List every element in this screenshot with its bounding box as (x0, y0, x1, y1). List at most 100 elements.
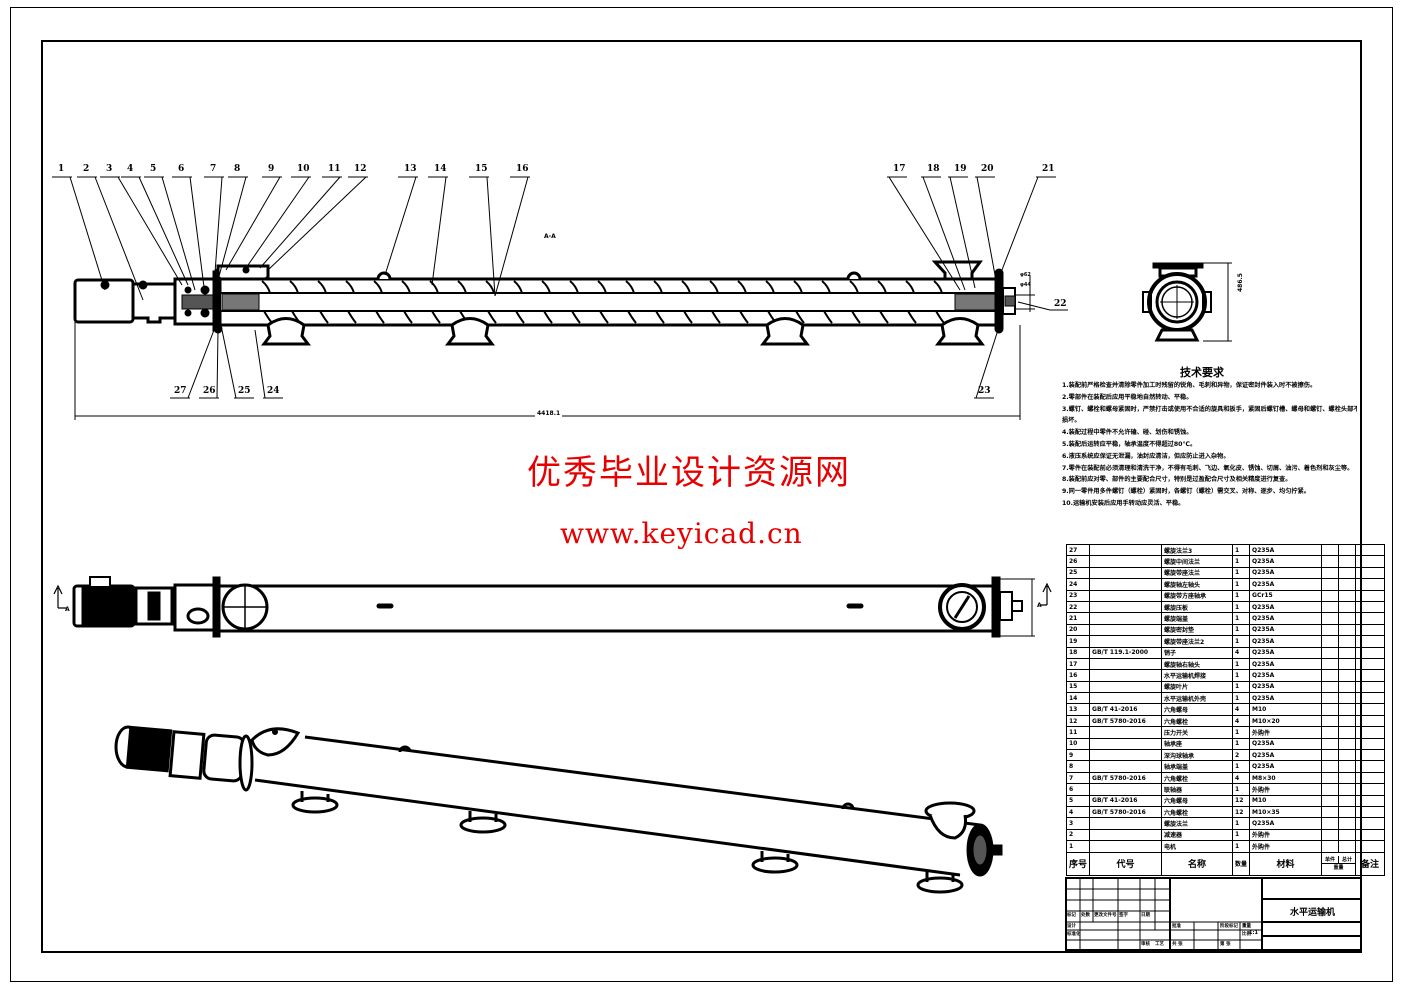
part-balloon-4: 4 (127, 164, 134, 174)
bom-cell-qty: 4 (1232, 646, 1251, 659)
bom-cell-no: 3 (1065, 817, 1091, 830)
bom-cell-rm (1355, 726, 1386, 739)
watermark-url[interactable]: www.keyicad.cn (560, 517, 803, 550)
bom-cell-rm (1355, 760, 1386, 773)
support-foot-iso (459, 816, 507, 834)
bom-cell-tw (1338, 840, 1357, 853)
leader-line (267, 176, 367, 271)
bom-cell-tw (1338, 817, 1357, 830)
shaft-dimension-2: φ44 (1020, 282, 1031, 288)
bom-cell-code (1089, 749, 1163, 762)
bom-cell-mat: GCr15 (1249, 589, 1323, 602)
screw-flight (877, 280, 887, 294)
bom-cell-code (1089, 600, 1163, 614)
part-balloon-8: 8 (234, 164, 241, 174)
screw-flight (653, 280, 663, 294)
screw-flight (933, 280, 943, 294)
bom-cell-code (1089, 657, 1163, 671)
part-balloon-10: 10 (297, 164, 310, 174)
bom-cell-uw (1321, 805, 1340, 819)
title-block-label: 设计 (1067, 924, 1076, 929)
bom-cell-mat: Q235A (1249, 600, 1323, 614)
tech-requirement-item: 8.装配前应对零、部件的主要配合尺寸，特别是过盈配合尺寸及相关精度进行复查。 (1062, 476, 1292, 484)
leader-line (922, 176, 966, 291)
bom-cell-qty: 1 (1232, 600, 1251, 614)
bom-cell-name: 螺旋带方座轴承 (1161, 589, 1234, 602)
bom-cell-mat: M8×30 (1249, 771, 1323, 785)
leader-line (221, 329, 237, 399)
bom-cell-no: 25 (1065, 566, 1091, 580)
bom-cell-rm (1355, 680, 1386, 694)
screw-flight (457, 280, 467, 294)
bom-cell-no: 13 (1065, 703, 1091, 716)
bom-cell-qty: 2 (1232, 749, 1251, 762)
leader-line (94, 176, 144, 301)
support-leg-iso (760, 851, 790, 862)
leader-line (217, 176, 247, 281)
bom-cell-name: 螺旋压板 (1161, 600, 1234, 614)
bom-cell-no: 23 (1065, 589, 1091, 602)
bom-cell-uw (1321, 635, 1340, 648)
part-balloon-17: 17 (893, 164, 906, 174)
support-foot (445, 317, 495, 346)
bom-cell-mat: M10×35 (1249, 805, 1323, 819)
bom-cell-rm (1355, 657, 1386, 671)
bom-cell-name: 六角螺栓 (1161, 714, 1234, 728)
leader-line (384, 176, 417, 276)
bom-cell-rm (1355, 555, 1386, 568)
bom-cell-rm (1355, 805, 1386, 819)
support-leg-iso (925, 871, 955, 882)
bom-cell-name: 销子 (1161, 646, 1234, 659)
title-block-label: 阶段标记 (1220, 924, 1238, 929)
bom-cell-uw (1321, 657, 1340, 671)
leader-line (189, 176, 206, 296)
bom-cell-name: 轴承端盖 (1161, 760, 1234, 773)
bom-cell-tw (1338, 783, 1357, 796)
tech-requirement-item: 2.零部件在装配后应用平稳地自然转动、平稳。 (1062, 393, 1193, 401)
screw-flight (627, 310, 637, 324)
bom-cell-uw (1321, 589, 1340, 602)
tech-requirements-title: 技术要求 (1180, 366, 1224, 379)
bom-cell-no: 15 (1065, 680, 1091, 694)
support-foot (261, 317, 311, 346)
part-balloon-1: 1 (58, 164, 65, 174)
part-balloon-21: 21 (1042, 164, 1055, 174)
bom-cell-no: 1 (1065, 840, 1091, 853)
bom-cell-name: 压力开关 (1161, 726, 1234, 739)
bom-cell-uw (1321, 600, 1340, 614)
title-block-lines (1065, 877, 1362, 951)
bom-header-row: 序号 代号 名称 数量 材料 单件总计 重量 备注 (1065, 851, 1386, 876)
tech-requirement-item: 3.螺钉、螺栓和螺母紧固时，严禁打击或使用不合适的旋具和扳手，紧固后螺钉槽、螺母… (1062, 405, 1357, 413)
screw-flight (655, 310, 665, 324)
bom-cell-mat: Q235A (1249, 543, 1323, 557)
bom-cell-name: 螺旋轴右轴头 (1161, 657, 1234, 671)
bom-header-material: 材料 (1249, 851, 1323, 876)
bom-cell-rm (1355, 566, 1386, 580)
part-balloon-22: 22 (1054, 299, 1067, 309)
bom-cell-tw (1338, 646, 1357, 659)
bom-cell-tw (1338, 828, 1357, 842)
bom-cell-tw (1338, 543, 1357, 557)
bom-cell-uw (1321, 817, 1340, 830)
bom-cell-code (1089, 726, 1163, 739)
bom-cell-uw (1321, 783, 1340, 796)
leader-line (494, 176, 529, 297)
leader-line (161, 176, 196, 291)
screw-flight (765, 280, 775, 294)
bom-cell-mat: 外购件 (1249, 840, 1323, 853)
bom-cell-no: 12 (1065, 714, 1091, 728)
bom-cell-mat: Q235A (1249, 612, 1323, 625)
part-balloon-15: 15 (475, 164, 488, 174)
title-block-label: 工艺 (1155, 942, 1164, 947)
bom-cell-mat: Q235A (1249, 749, 1323, 762)
bom-cell-rm (1355, 817, 1386, 830)
bom-header-code: 代号 (1089, 851, 1163, 876)
bom-cell-no: 10 (1065, 737, 1091, 751)
